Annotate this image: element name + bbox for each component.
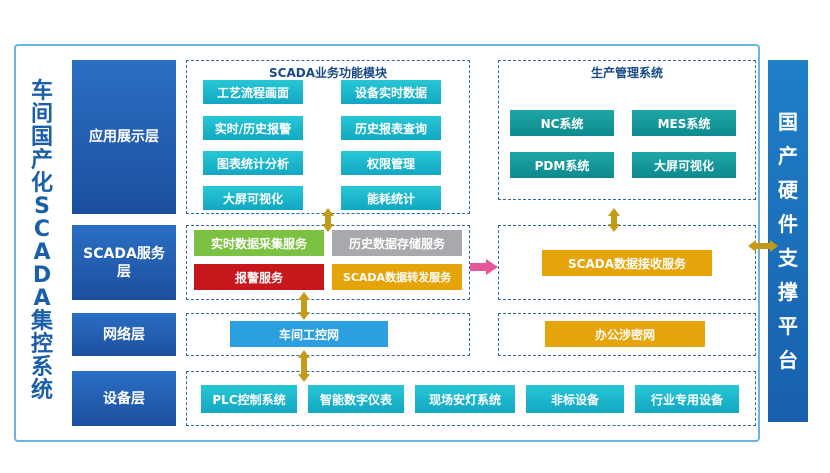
system-title-char: A	[33, 240, 51, 265]
history-storage-service: 历史数据存储服务	[332, 230, 462, 256]
office-network: 办公涉密网	[545, 321, 705, 347]
workshop-network: 车间工控网	[230, 321, 388, 347]
system-title-char: 控	[30, 332, 53, 357]
platform-char: 产	[778, 144, 798, 168]
system-title-char: 化	[30, 171, 53, 196]
prod-item: MES系统	[632, 110, 736, 136]
system-title-char: D	[32, 263, 52, 288]
device-group	[186, 371, 756, 426]
receive-group	[498, 225, 756, 300]
layer-device: 设备层	[72, 371, 176, 426]
realtime-collect-service: 实时数据采集服务	[194, 230, 324, 256]
system-title-char: 国	[30, 125, 53, 150]
workshop-network-group	[186, 313, 470, 356]
prod-item: PDM系统	[510, 152, 614, 178]
office-network-group	[498, 313, 756, 356]
system-title-char: 集	[30, 309, 53, 334]
app-item: 能耗统计	[341, 186, 441, 210]
platform-char: 撑	[778, 280, 798, 304]
system-title-char: C	[33, 217, 51, 242]
scada-receive-service: SCADA数据接收服务	[542, 250, 712, 276]
alarm-service: 报警服务	[194, 264, 324, 290]
prod-item: NC系统	[510, 110, 614, 136]
prod-item: 大屏可视化	[632, 152, 736, 178]
system-title-char: 间	[30, 102, 53, 127]
platform-char: 台	[778, 348, 798, 372]
app-item: 图表统计分析	[203, 151, 303, 175]
device-item: 现场安灯系统	[415, 385, 515, 413]
system-title-char: S	[34, 194, 50, 219]
hardware-platform: 国产硬件支撑平台	[768, 60, 808, 422]
scada-forward-service: SCADA数据转发服务	[332, 264, 462, 290]
app-item: 设备实时数据	[341, 80, 441, 104]
layer-scada: SCADA服务层	[72, 225, 176, 300]
system-title-char: 统	[30, 378, 53, 403]
device-item: 非标设备	[526, 385, 624, 413]
platform-char: 件	[778, 212, 798, 236]
device-item: 智能数字仪表	[308, 385, 404, 413]
prod-group-title: 生产管理系统	[590, 66, 663, 80]
system-title-char: 产	[30, 148, 53, 173]
prod-group	[498, 60, 756, 200]
device-item: PLC控制系统	[201, 385, 297, 413]
platform-char: 国	[778, 110, 798, 134]
layer-app: 应用展示层	[72, 60, 176, 214]
app-group-title: SCADA业务功能模块	[269, 66, 387, 80]
system-title-char: 车	[30, 79, 53, 104]
platform-char: 硬	[778, 178, 798, 202]
app-item: 权限管理	[341, 151, 441, 175]
layer-network: 网络层	[72, 313, 176, 356]
device-item: 行业专用设备	[635, 385, 739, 413]
platform-char: 平	[778, 314, 798, 338]
app-item: 工艺流程画面	[203, 80, 303, 104]
app-item: 历史报表查询	[341, 116, 441, 140]
platform-char: 支	[778, 246, 798, 270]
system-title-char: A	[33, 286, 51, 311]
app-item: 实时/历史报警	[203, 116, 303, 140]
app-item: 大屏可视化	[203, 186, 303, 210]
system-title-char: 系	[30, 355, 53, 380]
